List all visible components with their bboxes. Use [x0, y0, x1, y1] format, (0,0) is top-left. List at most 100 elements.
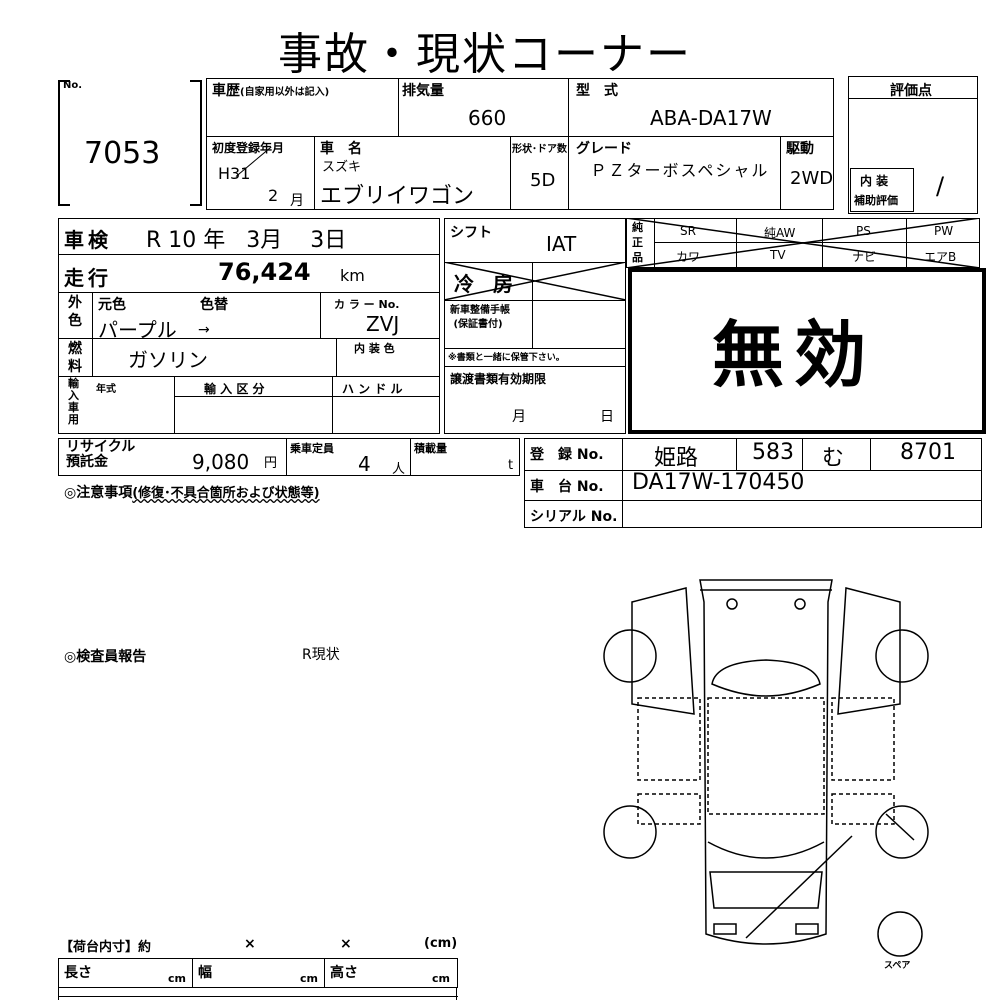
- shape-value: 5D: [530, 170, 556, 191]
- mileage-unit: km: [340, 266, 365, 285]
- capacity-value: 4: [358, 452, 371, 476]
- interior-score: /: [936, 172, 945, 200]
- color-arrow: →: [198, 322, 210, 338]
- lot-number: 7053: [84, 136, 161, 171]
- grade-label: グレード: [576, 141, 632, 157]
- registration-label: 登 録 No.: [530, 447, 604, 463]
- cargo-width-label: 幅: [198, 965, 212, 981]
- score-label: 評価点: [890, 83, 932, 99]
- car-name-label: 車 名: [320, 141, 362, 157]
- recycle-value: 9,080: [192, 450, 250, 474]
- displacement-value: 660: [468, 106, 507, 130]
- import-division-label: 輸 入 区 分: [204, 382, 265, 396]
- equip-navi: ナビ: [852, 250, 877, 264]
- recycle-label: リサイクル預託金: [66, 439, 136, 470]
- transfer-day-unit: 日: [600, 409, 614, 425]
- rear-right-wheel: [875, 805, 929, 859]
- fuel-section: 燃料: [68, 341, 82, 375]
- first-reg-month: 2: [268, 186, 279, 205]
- aircon-cross: [444, 262, 626, 300]
- front-right-wheel: [875, 629, 929, 683]
- recycle-unit: 円: [264, 456, 278, 471]
- serial-label: シリアル No.: [530, 509, 618, 525]
- interior-label-box: [850, 168, 914, 212]
- mileage-value: 76,424: [218, 258, 311, 286]
- cargo-table: [58, 958, 458, 988]
- maintenance-label: 新車整備手帳 (保証書付): [450, 305, 510, 330]
- score-box: [848, 76, 978, 214]
- equip-tv: TV: [770, 248, 786, 262]
- cargo-x2: ×: [340, 936, 352, 952]
- model-value: ABA-DA17W: [650, 106, 772, 130]
- recycle-row: [58, 438, 520, 476]
- color-code-value: ZVJ: [366, 312, 400, 336]
- chassis-value: DA17W-170450: [632, 470, 805, 495]
- equipment-grid: [626, 218, 980, 268]
- first-reg-year: H31: [218, 164, 251, 183]
- import-section: 輸入車用: [68, 377, 79, 426]
- cargo-height-unit: cm: [432, 972, 450, 985]
- shift-label: シフト: [450, 225, 492, 241]
- vehicle-info-box: [206, 78, 834, 210]
- registration-class: 583: [752, 440, 794, 465]
- registration-kana: む: [822, 446, 845, 471]
- capacity-unit: 人: [392, 462, 406, 477]
- change-color-label: 色替: [200, 297, 228, 313]
- cargo-width-unit: cm: [300, 972, 318, 985]
- grade-value: ＰＺターボスペシャル: [590, 161, 770, 180]
- first-reg-label: 初度登録年月: [212, 141, 285, 155]
- transfer-month-unit: 月: [512, 409, 526, 425]
- registration-number: 8701: [900, 440, 956, 465]
- color-section: 外色: [68, 295, 82, 329]
- mileage-label: 走行: [64, 266, 112, 290]
- spec-table: [58, 218, 440, 434]
- cargo-length-label: 長さ: [64, 965, 92, 981]
- rear-left-wheel: [603, 805, 657, 859]
- lot-no-label: No.: [63, 80, 83, 91]
- registration-place: 姫路: [654, 446, 699, 471]
- front-left-wheel: [603, 629, 657, 683]
- genuine-label: 純正品: [632, 221, 643, 264]
- cargo-label: 【荷台内寸】約: [60, 940, 152, 955]
- interior-label-2: 補助評価: [854, 194, 898, 207]
- car-name-value: エブリイワゴン: [320, 184, 475, 209]
- equip-aw: 純AW: [764, 226, 796, 240]
- equipment-cross: [626, 218, 980, 268]
- inspector-value: R現状: [302, 647, 340, 663]
- first-reg-month-unit: 月: [290, 193, 304, 209]
- drive-value: 2WD: [790, 168, 834, 189]
- transfer-label: 譲渡書類有効期限: [450, 372, 547, 386]
- equip-pw: PW: [934, 224, 954, 238]
- registration-table: [524, 438, 982, 528]
- color-code-label: カ ラ ー No.: [334, 298, 400, 311]
- cargo-unit: (cm): [424, 936, 458, 951]
- page-title: 事故・現状コーナー: [278, 29, 692, 80]
- model-label: 型 式: [576, 83, 618, 99]
- interior-label-1: 内 装: [860, 174, 889, 188]
- import-year-label: 年式: [96, 384, 116, 395]
- invalid-stamp: 無効: [712, 313, 877, 397]
- inspector-label: ◎検査員報告: [64, 649, 147, 665]
- lot-bracket-right: [190, 80, 202, 206]
- capacity-label: 乗車定員: [290, 442, 334, 455]
- drive-label: 駆動: [786, 141, 814, 157]
- cargo-length-unit: cm: [168, 972, 186, 985]
- shape-label: 形状･ドア数: [512, 144, 567, 155]
- cargo-height-label: 高さ: [330, 965, 358, 981]
- spare-label: スペア: [884, 961, 911, 971]
- lot-bracket-left: [58, 80, 70, 206]
- maintenance-note: ※書類と一緒に保管下さい。: [448, 353, 565, 363]
- vehicle-diagram: [603, 579, 929, 957]
- spare-wheel: [877, 911, 923, 957]
- orig-color-label: 元色: [98, 297, 126, 313]
- fuel-value: ガソリン: [128, 348, 208, 372]
- inspection-label: 車検: [64, 228, 112, 252]
- handle-label: ハ ン ド ル: [342, 382, 403, 396]
- history-label: 車歴(自家用以外は記入): [212, 83, 330, 99]
- options-table: [444, 218, 626, 434]
- orig-color-value: パープル: [98, 318, 177, 342]
- car-maker: スズキ: [322, 160, 362, 175]
- interior-color-label: 内 装 色: [354, 342, 395, 355]
- load-label: 積載量: [414, 442, 447, 455]
- cargo-x1: ×: [244, 936, 256, 952]
